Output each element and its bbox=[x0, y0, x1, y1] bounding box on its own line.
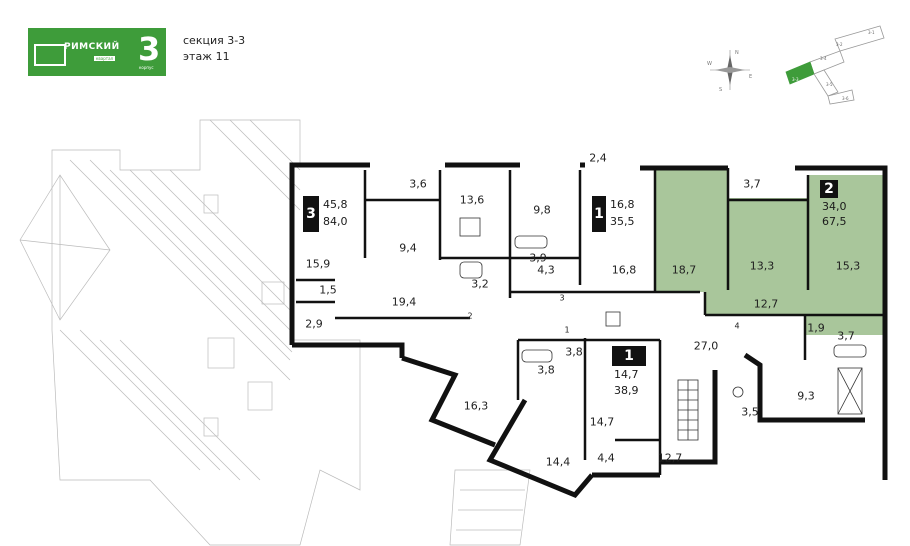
room-area: 18,7 bbox=[671, 263, 697, 277]
section-label: секция 3-3 bbox=[183, 34, 246, 47]
room-area: 14,4 bbox=[545, 455, 571, 469]
compass-w: W bbox=[707, 61, 712, 67]
apartment-badge[interactable]: 2 34,0 67,5 bbox=[818, 180, 868, 230]
building-number: 3 bbox=[138, 30, 161, 68]
living-area: 45,8 bbox=[323, 198, 348, 211]
stair-marker: 4 bbox=[734, 321, 740, 331]
compass-s: S bbox=[719, 87, 722, 93]
room-area: 12,7 bbox=[753, 297, 779, 311]
room-area: 15,3 bbox=[835, 259, 861, 273]
room-area: 3,8 bbox=[537, 363, 555, 377]
building-label: корпус bbox=[139, 65, 154, 70]
room-area: 9,3 bbox=[797, 389, 815, 403]
room-area: 2,4 bbox=[589, 151, 607, 165]
apartment-badge[interactable]: 3 45,8 84,0 bbox=[303, 196, 363, 232]
room-area: 3,2 bbox=[471, 277, 489, 291]
total-area: 35,5 bbox=[610, 215, 635, 228]
apartment-highlight-2[interactable] bbox=[655, 168, 885, 335]
walls bbox=[289, 162, 888, 499]
room-area: 2,9 bbox=[305, 317, 323, 331]
rooms-count: 1 bbox=[592, 196, 606, 232]
rooms-count: 3 bbox=[303, 196, 319, 232]
room-area: 14,7 bbox=[589, 415, 615, 429]
brand-sub: квартал bbox=[94, 56, 116, 61]
room-area: 3,8 bbox=[565, 345, 583, 359]
adjacent-roof bbox=[19, 119, 531, 546]
stair-marker: 3 bbox=[559, 293, 565, 303]
site-label-3-5: 3-5 bbox=[826, 82, 833, 87]
room-area: 15,9 bbox=[305, 257, 331, 271]
rooms-count: 1 bbox=[612, 346, 646, 366]
room-area: 3,7 bbox=[837, 329, 855, 343]
room-area: 16,3 bbox=[463, 399, 489, 413]
site-plan-minimap: 3-1 3-2 3-3 3-4 3-5 3-6 bbox=[785, 25, 885, 105]
site-label-3-2: 3-2 bbox=[836, 42, 843, 47]
room-area: 27,0 bbox=[693, 339, 719, 353]
living-area: 16,8 bbox=[610, 198, 635, 211]
site-label-3-6: 3-6 bbox=[842, 96, 849, 101]
room-area: 4,4 bbox=[597, 451, 615, 465]
rooms-count: 2 bbox=[820, 180, 838, 198]
compass-e: E bbox=[749, 74, 752, 80]
total-area: 84,0 bbox=[323, 215, 348, 228]
room-area: 16,8 bbox=[611, 263, 637, 277]
total-area: 67,5 bbox=[822, 215, 847, 228]
room-area: 13,3 bbox=[749, 259, 775, 273]
site-label-3-3: 3-3 bbox=[792, 77, 799, 82]
compass-icon: N S W E bbox=[707, 50, 752, 93]
total-area: 38,9 bbox=[614, 384, 639, 397]
room-area: 3,7 bbox=[743, 177, 761, 191]
room-area: 3,6 bbox=[409, 177, 427, 191]
site-label-3-4: 3-4 bbox=[820, 56, 827, 61]
apartment-badge[interactable]: 1 14,7 38,9 bbox=[612, 346, 646, 398]
room-area: 3,5 bbox=[741, 405, 759, 419]
room-area: 1,5 bbox=[319, 283, 337, 297]
room-area: 19,4 bbox=[391, 295, 417, 309]
room-area: 13,6 bbox=[459, 193, 485, 207]
room-area: 12,7 bbox=[657, 451, 683, 465]
compass-n: N bbox=[735, 50, 739, 56]
site-label-3-1: 3-1 bbox=[868, 30, 875, 35]
living-area: 14,7 bbox=[614, 368, 639, 381]
partitions bbox=[296, 168, 885, 475]
room-area: 3,9 bbox=[529, 251, 547, 265]
room-area: 4,3 bbox=[537, 263, 555, 277]
room-area: 1,9 bbox=[807, 321, 825, 335]
apartment-badge[interactable]: 1 16,8 35,5 bbox=[592, 196, 652, 232]
floor-label: этаж 11 bbox=[183, 50, 230, 63]
room-area: 9,4 bbox=[399, 241, 417, 255]
brand-name: РИМСКИЙ bbox=[64, 42, 120, 52]
stair-marker: 2 bbox=[467, 311, 473, 321]
room-area: 9,8 bbox=[533, 203, 551, 217]
brand-mark-icon bbox=[34, 44, 66, 66]
stair-marker: 1 bbox=[564, 325, 570, 335]
fixtures bbox=[459, 217, 867, 398]
staircase bbox=[677, 367, 863, 441]
living-area: 34,0 bbox=[822, 200, 847, 213]
brand-logo: РИМСКИЙ квартал 3 корпус bbox=[28, 28, 166, 76]
